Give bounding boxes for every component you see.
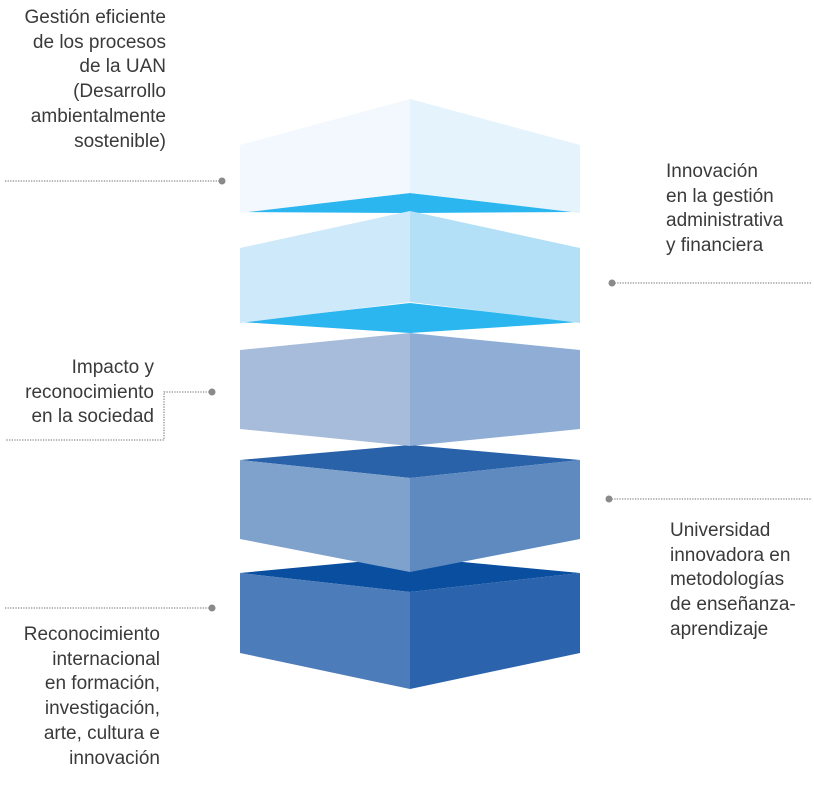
- layer-1-right-face: [410, 99, 580, 213]
- connector-dot-reconocimiento: [208, 604, 216, 612]
- layer-1-left-face: [240, 99, 410, 213]
- layer-5-right-face: [410, 573, 580, 689]
- layer-2-right-face: [410, 211, 580, 323]
- layer-4-block: [240, 445, 580, 572]
- layer-3-left-face: [240, 333, 410, 446]
- layer-3-top-face: [240, 303, 580, 333]
- label-universidad: Universidad innovadora en metodologías d…: [670, 520, 796, 640]
- connector-dot-gestion: [218, 177, 226, 185]
- connector-dot-impacto: [208, 388, 216, 396]
- label-impacto: Impacto y reconocimiento en la sociedad: [25, 357, 154, 428]
- layer-2-top-face: [240, 193, 580, 213]
- layer-2-block: [240, 193, 580, 323]
- layer-2-left-face: [240, 211, 410, 323]
- connector-impacto: [5, 391, 212, 441]
- layer-5-left-face: [240, 573, 410, 689]
- label-reconocimiento: Reconocimiento internacional en formació…: [23, 624, 160, 769]
- layer-3-right-face: [410, 333, 580, 446]
- layer-4-right-face: [410, 460, 580, 572]
- connector-dot-universidad: [605, 495, 613, 503]
- layer-5-block: [240, 557, 580, 689]
- layer-5-top-face: [240, 557, 580, 592]
- connectors: [5, 177, 812, 612]
- label-gestion-eficiente: Gestión eficiente de los procesos de la …: [24, 7, 166, 152]
- layer-4-left-face: [240, 460, 410, 572]
- layer-3-block: [240, 303, 580, 446]
- layer-1-block: [240, 99, 580, 213]
- connector-dot-innovacion: [608, 279, 616, 287]
- layer-4-top-face: [240, 445, 580, 478]
- label-innovacion-gestion: Innovación en la gestión administrativa …: [666, 161, 784, 257]
